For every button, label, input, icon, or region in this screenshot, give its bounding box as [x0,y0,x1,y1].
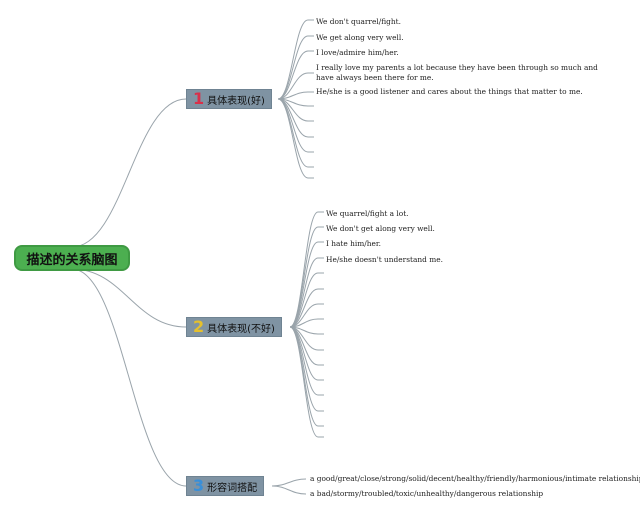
branch-node-adjectives[interactable]: 3 形容词搭配 [186,476,265,496]
branch-number: 1 [193,89,205,108]
leaf-connector [277,19,309,100]
leaf-connector [289,288,319,328]
leaf-connector [289,326,319,438]
leaf-connector [289,326,319,381]
root-connector [71,98,187,248]
leaf-connector [271,485,307,495]
root-connector [71,268,187,328]
leaf-item: a bad/stormy/troubled/toxic/unhealthy/da… [310,489,544,498]
root-connector [71,268,187,487]
branch-label: 具体表现(不好) [207,323,275,335]
leaf-item: a good/great/close/strong/solid/decent/h… [310,474,640,483]
leaf-item: We quarrel/fight a lot. [326,209,409,218]
leaf-connector [289,211,319,328]
leaf-connector [277,98,309,153]
leaf-item: We don't get along very well. [326,224,435,233]
leaf-connector [289,326,319,412]
leaf-item: We don't quarrel/fight. [316,17,401,26]
leaf-connector [277,35,309,100]
leaf-connector [271,478,307,487]
connector-lines [71,19,324,495]
branch-node-bad[interactable]: 2 具体表现(不好) [186,317,282,337]
branch-node-good[interactable]: 1 具体表现(好) [186,89,272,109]
branch-label: 形容词搭配 [207,482,258,494]
leaf-item: We get along very well. [316,33,404,42]
branch-label: 具体表现(好) [207,95,265,107]
root-node[interactable]: 描述的关系脑图 [14,245,130,271]
leaf-connector [289,326,319,427]
leaf-connector [289,226,319,328]
leaf-item: I hate him/her. [326,239,381,248]
leaf-connector [277,72,309,100]
root-label: 描述的关系脑图 [26,252,118,268]
leaf-item: He/she doesn't understand me. [326,255,443,264]
leaf-item: I love/admire him/her. [316,48,399,57]
leaf-item: I really love my parents a lot because t… [316,63,598,82]
leaf-connector [277,98,309,179]
leaf-item: He/she is a good listener and cares abou… [316,87,583,96]
leaf-connector [277,50,309,100]
leaf-connector [289,241,319,328]
branch-number: 2 [193,317,205,336]
branch-number: 3 [193,476,205,495]
leaf-connector [289,272,319,328]
